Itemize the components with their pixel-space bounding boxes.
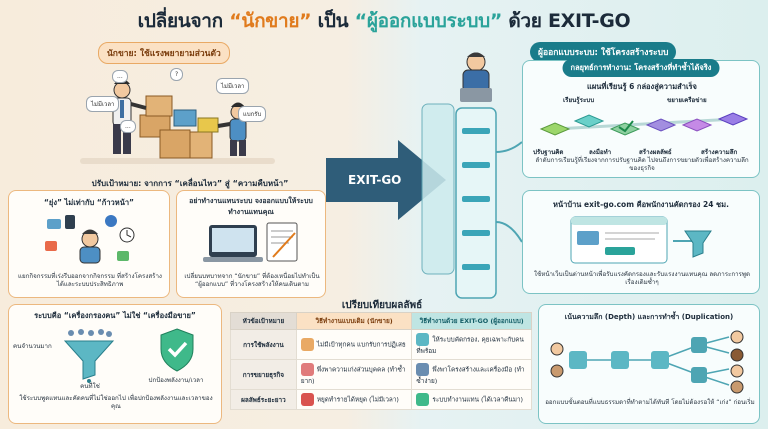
depth-title: เน้นความลึก (Depth) และการทำซ้ำ (Duplica… [564, 313, 734, 321]
card-busy-vs-progress: “ยุ่ง” ไม่เท่ากับ “ก้าวหน้า” แยกกิจกรรมท… [8, 190, 170, 298]
card2-body: เปลี่ยนบทบาทจาก “นักขาย” ที่ต้องเหนื่อยไ… [184, 273, 320, 289]
row-old-text: พึ่งพาความเก่งส่วนบุคคล (ทำซ้ำยาก) [300, 365, 406, 386]
compare-table-wrap: หัวข้อเป้าหมาย วิธีทำงานแบบเดิม (นักขาย)… [230, 312, 532, 410]
card2-title: อย่าทำงานแทนระบบ จงออกแบบให้ระบบทำงานแทน… [189, 197, 313, 216]
funnel-icon [416, 333, 430, 346]
laptop-design-icon [203, 222, 298, 262]
left-header-pill: นักขาย: ใช้แรงพยายามส่วนตัว [98, 42, 230, 64]
web-title: หน้าบ้าน exit-go.com คือพนักงานคัดกรอง 2… [553, 200, 729, 209]
system-tower-illustration [455, 52, 522, 299]
title-mid: เป็น [311, 10, 355, 32]
card-design-system: อย่าทำงานแทนระบบ จงออกแบบให้ระบบทำงานแทน… [176, 190, 326, 298]
card3-protect-label: ปกป้องพลังงาน/เวลา [148, 377, 204, 384]
stressed-seller-icon [80, 79, 275, 164]
tired-person-icon [300, 338, 314, 351]
compare-header-new: วิธีทำงานด้วย EXIT-GO (ผู้ออกแบบ) [411, 312, 532, 330]
page-title: เปลี่ยนจาก “นักขาย” เป็น “ผู้ออกแบบระบบ”… [0, 6, 768, 36]
title-builder: “ผู้ออกแบบระบบ” [354, 10, 503, 32]
bubble-dots-2: ... [120, 120, 136, 133]
step-learn-system: เรียนรู้ระบบ [563, 97, 595, 104]
row-topic: ผลลัพธ์ระยะยาว [230, 389, 297, 410]
transition-arrow [326, 103, 455, 275]
card1-title: “ยุ่ง” ไม่เท่ากับ “ก้าวหน้า” [44, 198, 134, 207]
shield-check-icon [160, 328, 194, 372]
step-depth: สร้างความลึก [701, 149, 738, 156]
step-results: สร้างผลลัพธ์ [639, 149, 672, 156]
bubble-no-time-1: ไม่มีเวลา [86, 96, 120, 112]
compare-header-topic: หัวข้อเป้าหมาย [230, 312, 297, 330]
funnel-icon [63, 329, 115, 383]
step-take-action: ลงมือทำ [589, 149, 612, 156]
strategy-title: แผนที่เรียนรู้ 6 กล่องสู่ความสำเร็จ [587, 82, 697, 91]
website-filter-icon [570, 216, 712, 264]
depth-card: เน้นความลึก (Depth) และการทำซ้ำ (Duplica… [538, 304, 760, 424]
six-steps-diagram [539, 112, 749, 136]
network-icon [416, 363, 430, 376]
strategy-card: กลยุทธ์การทำงาน: โครงสร้างที่ทำซ้ำได้จริ… [522, 59, 760, 178]
card3-title: ระบบคือ “เครื่องกรองคน” ไม่ใช่ “เครื่องม… [34, 311, 196, 320]
row-old-text: ไม่มีเป้าทุกคน แบกรับการปฏิเสธ [316, 340, 406, 349]
bubble-no-time-2: ไม่มีเวลา [216, 78, 250, 94]
card3-right-label: คนที่ใช่ [80, 383, 100, 390]
duplication-network-icon [550, 330, 744, 394]
table-row: ผลลัพธ์ระยะยาว หยุดทำรายได้หยุด (ไม่มีเว… [230, 389, 532, 410]
row-topic: การใช้พลังงาน [230, 329, 297, 360]
right-header-pill: ผู้ออกแบบระบบ: ใช้โครงสร้างระบบ [530, 42, 677, 62]
row-new-text: ระบบทำงานแทน (ได้เวลาคืนมา) [432, 395, 524, 404]
bubble-burden: แบกรับ [238, 106, 267, 122]
card1-body: แยกกิจกรรมที่เร่งรีบออกจากกิจกรรม ที่สร้… [18, 273, 162, 289]
bubble-question: ? [170, 68, 184, 81]
table-row: การใช้พลังงาน ไม่มีเป้าทุกคน แบกรับการปฏ… [230, 329, 532, 360]
compare-header-old: วิธีทำงานแบบเดิม (นักขาย) [295, 312, 413, 330]
single-person-icon [300, 363, 314, 376]
strategy-caption: ลำดับการเรียนรู้ที่เรียงจากการปรับฐานคิด… [535, 157, 749, 173]
depth-caption: ออกแบบขั้นตอนที่แบบธรรมดาที่ทำตามได้ทันท… [545, 399, 755, 406]
row-old-cell: พึ่งพาความเก่งส่วนบุคคล (ทำซ้ำยาก) [295, 359, 413, 390]
step-mindset: ปรับฐานคิด [533, 149, 564, 156]
website-card: หน้าบ้าน exit-go.com คือพนักงานคัดกรอง 2… [522, 190, 760, 294]
title-pre: เปลี่ยนจาก [137, 10, 230, 32]
compare-title: เปรียบเทียบผลลัพธ์ [341, 300, 423, 311]
row-old-cell: ไม่มีเป้าทุกคน แบกรับการปฏิเสธ [295, 329, 413, 360]
card3-many-label: คนจำนวนมาก [13, 343, 52, 350]
step-expand-network: ขยายเครือข่าย [667, 97, 707, 104]
stop-clock-icon [300, 393, 314, 406]
seller-illustration [80, 60, 275, 168]
row-old-cell: หยุดทำรายได้หยุด (ไม่มีเวลา) [295, 389, 413, 410]
row-new-text: ให้ระบบคัดกรอง, คุยเฉพาะกับคนที่พร้อม [416, 335, 524, 356]
title-seller: “นักขาย” [229, 10, 312, 32]
shift-title: ปรับเป้าหมาย: จากการ “เคลื่อนไหว” สู่ “ค… [91, 179, 289, 188]
strategy-pill: กลยุทธ์การทำงาน: โครงสร้างที่ทำซ้ำได้จริ… [562, 59, 720, 77]
card-filter-system: ระบบคือ “เครื่องกรองคน” ไม่ใช่ “เครื่องม… [8, 304, 222, 424]
compare-table: หัวข้อเป้าหมาย วิธีทำงานแบบเดิม (นักขาย)… [230, 312, 532, 410]
web-caption: ใช้หน้าเว็บเป็นด่านหน้าเพื่อรับแรงคัดกรอ… [534, 271, 750, 287]
table-row: การขยายธุรกิจ พึ่งพาความเก่งส่วนบุคคล (ท… [230, 359, 532, 390]
growth-chart-icon [416, 393, 430, 406]
row-new-cell: พึ่งพาโครงสร้างและเครื่องมือ (ทำซ้ำง่าย) [411, 359, 532, 390]
arrow-label: EXIT-GO [348, 173, 402, 187]
overwhelmed-person-icon [45, 215, 135, 264]
row-old-text: หยุดทำรายได้หยุด (ไม่มีเวลา) [316, 395, 399, 404]
title-post: ด้วย EXIT-GO [502, 10, 631, 32]
row-topic: การขยายธุรกิจ [230, 359, 297, 390]
row-new-cell: ให้ระบบคัดกรอง, คุยเฉพาะกับคนที่พร้อม [411, 329, 532, 360]
card3-body: ใช้ระบบพูดแทนและคัดคนที่ไม่ใช่ออกไป เพื่… [19, 395, 213, 411]
bubble-dots-1: ... [112, 70, 128, 83]
row-new-text: พึ่งพาโครงสร้างและเครื่องมือ (ทำซ้ำง่าย) [416, 365, 525, 386]
row-new-cell: ระบบทำงานแทน (ได้เวลาคืนมา) [411, 389, 532, 410]
